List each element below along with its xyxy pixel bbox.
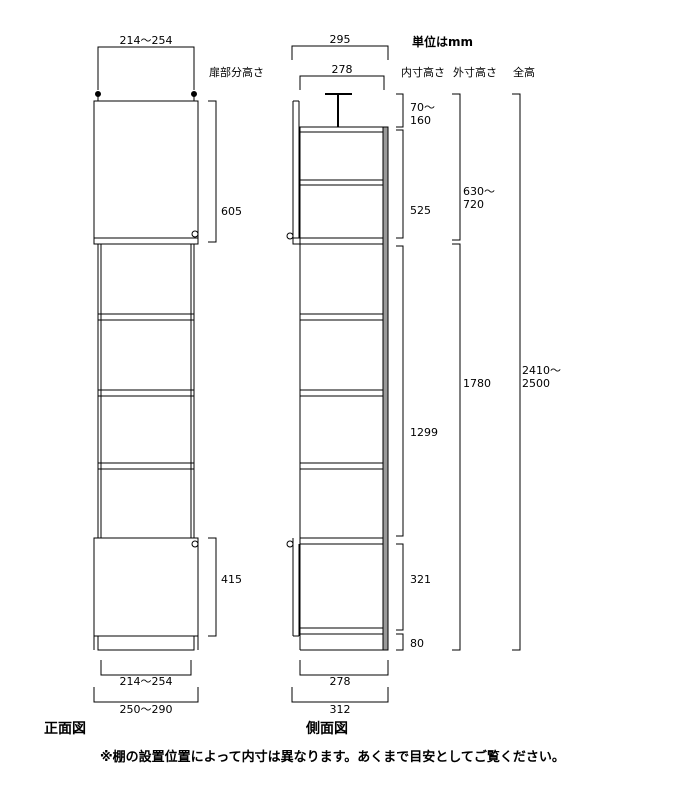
side-pole-label-2: 160 xyxy=(410,114,431,127)
dim-side-top-inner xyxy=(299,75,385,90)
outer-upper-label-2: 720 xyxy=(463,198,484,211)
side-base-label: 80 xyxy=(410,637,424,650)
side-shelf-3 xyxy=(299,389,384,397)
dim-side-bottom-inner xyxy=(299,660,389,676)
dim-side-pole xyxy=(396,93,404,128)
side-bottom-board xyxy=(299,627,384,635)
side-back-panel xyxy=(382,126,389,651)
front-view-caption: 正面図 xyxy=(44,721,86,737)
outer-lower-label: 1780 xyxy=(463,377,491,390)
outer-upper-label-1: 630〜 xyxy=(463,185,495,198)
side-lower-label: 321 xyxy=(410,573,431,586)
front-shelf-3 xyxy=(97,462,195,470)
front-view-drawing xyxy=(93,46,217,703)
header-total-height: 全高 xyxy=(513,66,535,79)
total-height-label-2: 2500 xyxy=(522,377,550,390)
front-inner-width-label: 214〜254 xyxy=(119,675,173,688)
dim-side-top-outer xyxy=(291,45,389,60)
dim-front-top-width xyxy=(97,46,195,90)
side-shelf-2 xyxy=(299,313,384,321)
header-inner-height: 内寸高さ xyxy=(401,66,445,79)
side-top-inner-label: 278 xyxy=(331,63,353,76)
dim-side-middle xyxy=(396,245,404,537)
side-top-board xyxy=(299,126,384,133)
side-bottom-inner-label: 278 xyxy=(329,675,351,688)
side-view-caption: 側面図 xyxy=(306,721,348,737)
side-divider xyxy=(292,237,384,245)
side-view-drawing xyxy=(286,45,404,703)
front-base xyxy=(97,635,195,651)
side-upper-label: 525 xyxy=(410,204,431,217)
unit-label: 単位はmm xyxy=(412,35,474,49)
dim-side-lower xyxy=(396,543,404,631)
dim-front-inner-width xyxy=(100,660,192,676)
header-door-height: 扉部分高さ xyxy=(209,66,264,79)
footer-note: ※棚の設置位置によって内寸は異なります。あくまで目安としてご覧ください。 xyxy=(100,750,565,765)
dim-front-outer-width xyxy=(93,687,199,703)
side-top-outer-label: 295 xyxy=(329,33,351,46)
side-shelf-4 xyxy=(299,462,384,470)
front-upper-door xyxy=(93,100,199,239)
front-shelf-1 xyxy=(97,313,195,321)
side-shelf-1 xyxy=(299,179,384,186)
dim-side-base xyxy=(396,633,404,651)
side-upper-knob xyxy=(286,232,294,240)
side-middle-label: 1299 xyxy=(410,426,438,439)
side-shelf-5 xyxy=(299,537,384,545)
front-outer-width-label: 250〜290 xyxy=(119,703,173,716)
total-height-label-1: 2410〜 xyxy=(522,364,561,377)
dim-front-door-bottom xyxy=(208,537,217,637)
side-pole-label-1: 70〜 xyxy=(410,101,435,114)
dim-outer-lower xyxy=(452,243,461,651)
header-outer-height: 外寸高さ xyxy=(453,66,497,79)
dim-side-bottom-outer xyxy=(291,687,389,703)
dim-side-upper xyxy=(396,129,404,239)
side-lower-knob xyxy=(286,540,294,548)
dim-front-door-top xyxy=(208,100,217,243)
front-lower-door xyxy=(93,537,199,637)
front-door-top-label: 605 xyxy=(221,205,242,218)
front-upper-knob xyxy=(191,230,199,238)
dim-total-height xyxy=(512,93,521,651)
front-top-width-label: 214〜254 xyxy=(119,34,173,47)
front-lower-knob xyxy=(191,540,199,548)
front-shelf-2 xyxy=(97,389,195,397)
front-door-bottom-label: 415 xyxy=(221,573,242,586)
side-bottom-outer-label: 312 xyxy=(329,703,351,716)
front-divider-panel xyxy=(93,237,199,245)
dim-outer-upper xyxy=(452,93,461,241)
